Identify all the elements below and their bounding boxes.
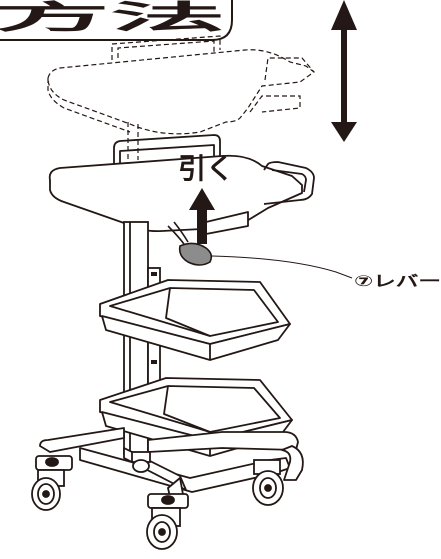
caster-rear-right bbox=[252, 459, 284, 506]
lever-label: ⑦レバー bbox=[354, 272, 441, 290]
caster-rear-left bbox=[131, 451, 151, 473]
height-lever bbox=[167, 221, 213, 266]
caster-front-center bbox=[146, 493, 189, 550]
top-plate bbox=[48, 134, 315, 235]
up-down-arrow-icon bbox=[331, 0, 357, 142]
raised-top-plate-outline bbox=[47, 35, 316, 190]
pull-up-arrow-icon bbox=[189, 188, 215, 244]
caster-front-left bbox=[31, 455, 73, 511]
section-heading-box: 方法 bbox=[0, 0, 233, 41]
upper-tray bbox=[99, 279, 291, 361]
pull-instruction: 引く bbox=[178, 152, 234, 185]
section-heading: 方法 bbox=[0, 0, 226, 36]
lever-callout: ⑦レバー bbox=[211, 255, 441, 290]
